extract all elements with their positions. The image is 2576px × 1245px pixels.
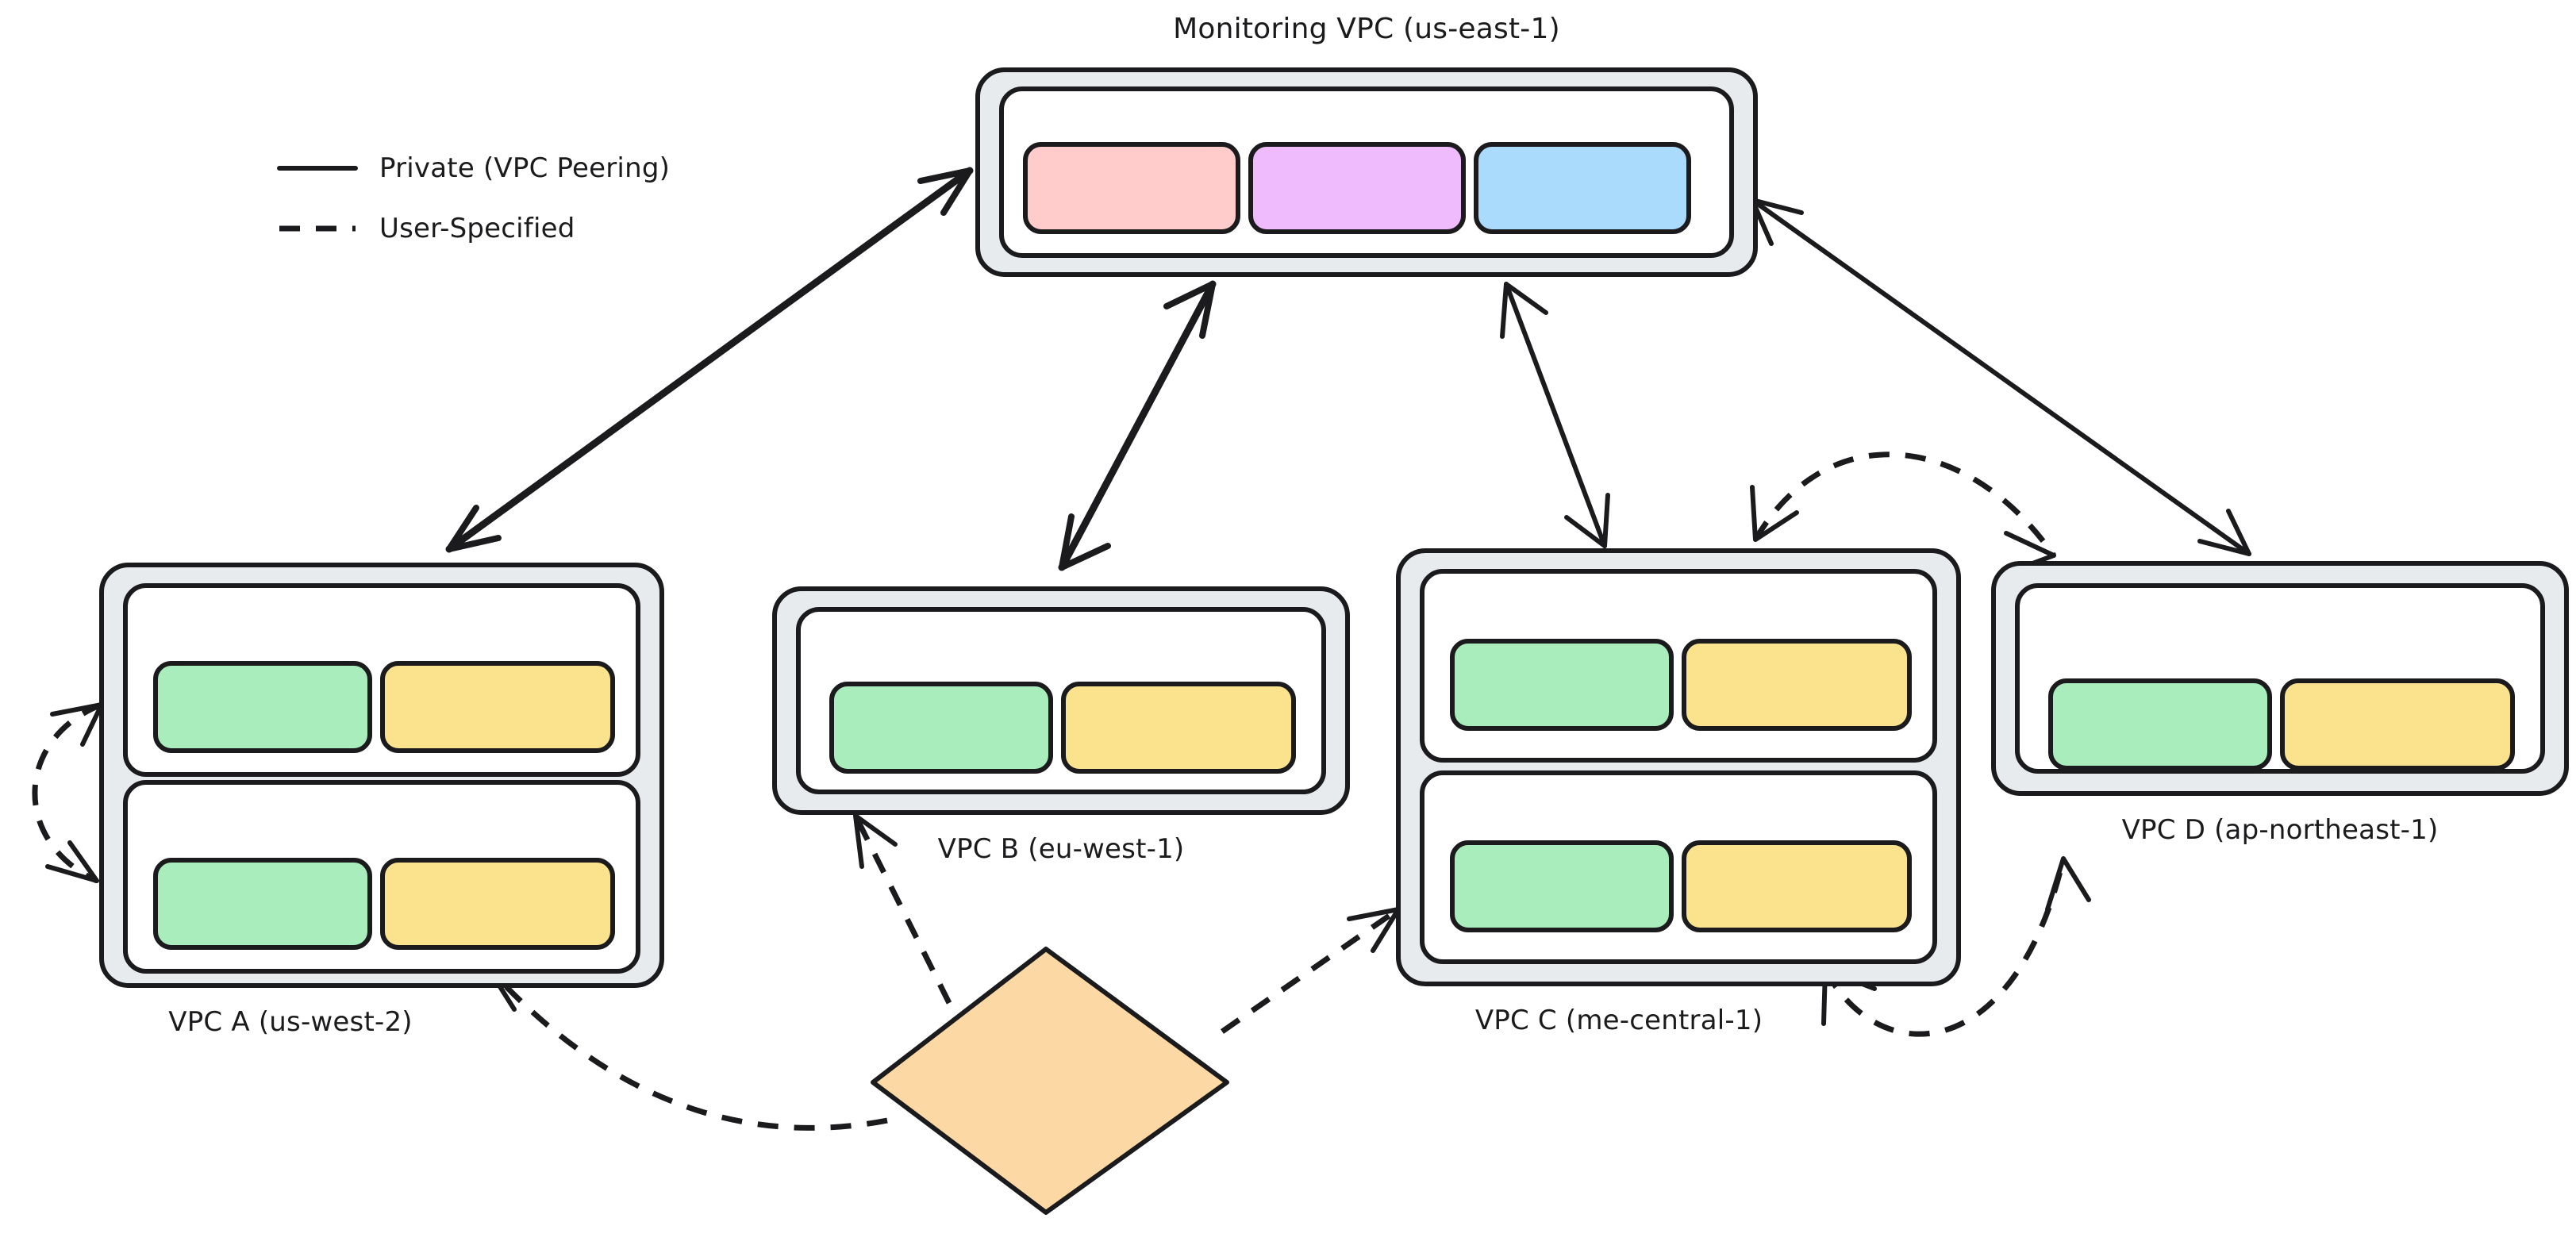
component-grafana[interactable]: [1474, 142, 1691, 234]
component-prometheus[interactable]: [1023, 142, 1240, 234]
edge-vpc-a-internal-loop: [32, 701, 104, 884]
edge-monitoring-to-vpc-a: [445, 167, 974, 553]
component-promtail-a[interactable]: [380, 661, 615, 753]
vpc-c-container[interactable]: [1396, 548, 1961, 986]
vpc-b-container[interactable]: [772, 586, 1350, 815]
vpc-a-label: VPC A (us-west-2): [168, 1006, 413, 1038]
edge-monitoring-to-vpc-b: [1058, 280, 1217, 571]
component-promtail-b[interactable]: [380, 858, 615, 950]
monitoring-vpc-label: Monitoring VPC (us-east-1): [1173, 13, 1560, 45]
component-binary-f[interactable]: [2048, 678, 2272, 770]
component-binary-a[interactable]: [153, 661, 372, 753]
vpc-d-container[interactable]: [1991, 561, 2569, 796]
edge-monitoring-to-vpc-c: [1500, 282, 1610, 548]
component-promtail-d[interactable]: [1682, 639, 1912, 731]
component-binary-c[interactable]: [829, 682, 1053, 774]
vpc-c-label: VPC C (me-central-1): [1474, 1005, 1763, 1036]
monitoring-vpc-container[interactable]: [975, 67, 1758, 277]
vpc-d-label: VPC D (ap-northeast-1): [2121, 814, 2439, 846]
edge-external-to-vpc-c: [1221, 907, 1401, 1034]
legend-label-private: Private (VPC Peering): [379, 152, 671, 184]
component-binary-d[interactable]: [1450, 639, 1674, 731]
edge-external-to-vpc-b: [852, 813, 952, 1005]
vpc-a-container[interactable]: [99, 563, 664, 988]
legend-label-user-specified: User-Specified: [379, 213, 575, 244]
legend-swatches: [277, 166, 358, 232]
component-promtail-c[interactable]: [1061, 682, 1296, 774]
component-promtail-e[interactable]: [1682, 840, 1912, 932]
component-binary-e[interactable]: [1450, 840, 1674, 932]
component-loki[interactable]: [1248, 142, 1466, 234]
external-service-node[interactable]: [871, 947, 1229, 1215]
vpc-b-label: VPC B (eu-west-1): [937, 833, 1185, 865]
component-promtail-f[interactable]: [2280, 678, 2515, 770]
edge-monitoring-to-vpc-d: [1750, 198, 2251, 556]
component-binary-b[interactable]: [153, 858, 372, 950]
